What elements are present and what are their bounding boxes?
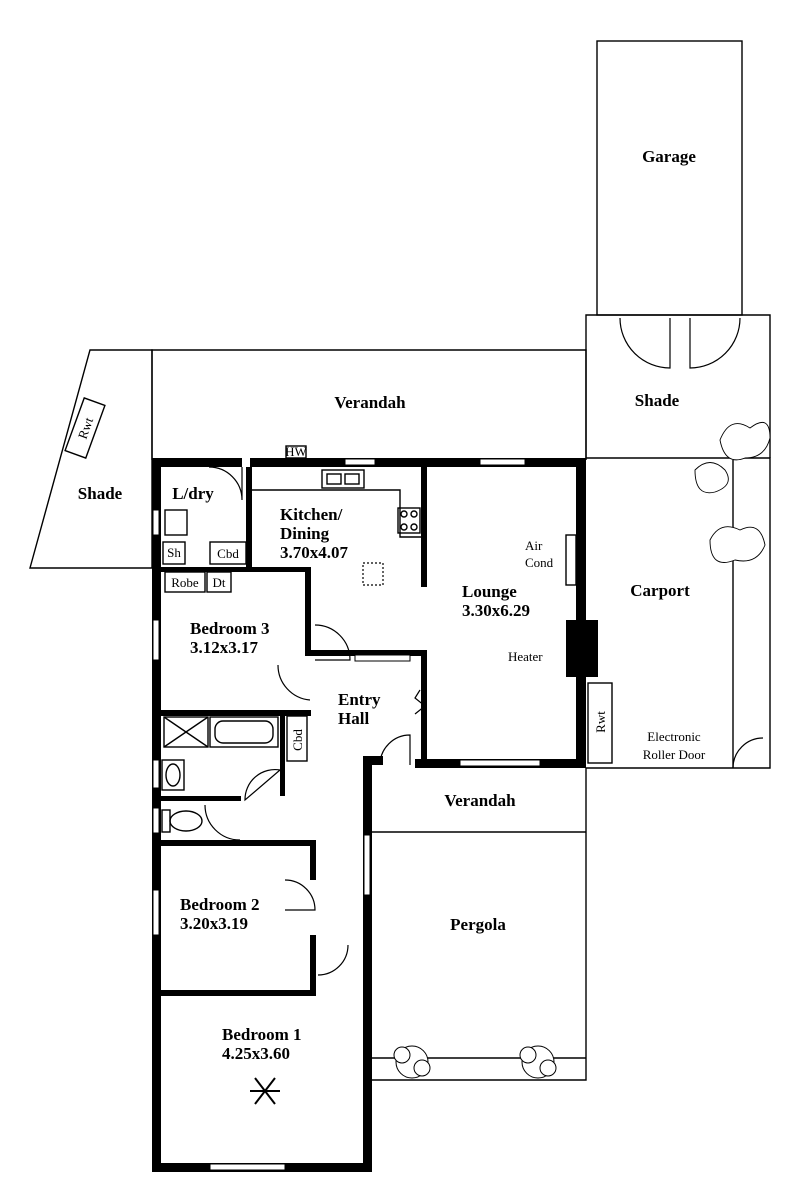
bathtub-icon	[209, 716, 279, 748]
heater-icon	[566, 620, 598, 677]
dining-table	[362, 562, 384, 586]
cooktop-icon	[397, 507, 421, 534]
kitchen-label-1: Kitchen/	[280, 505, 343, 524]
lounge-label: Lounge	[462, 582, 517, 601]
bedroom3-size: 3.12x3.17	[190, 638, 259, 657]
bedroom1-size: 4.25x3.60	[222, 1044, 290, 1063]
carport-label: Carport	[630, 581, 690, 600]
basin-icon	[161, 759, 185, 791]
svg-text:HW: HW	[285, 444, 307, 459]
fan-icon	[250, 1077, 280, 1105]
shade-left-label: Shade	[78, 484, 123, 503]
shade-top-label: Shade	[635, 391, 680, 410]
tree-icon	[694, 421, 771, 563]
garage-label: Garage	[642, 147, 696, 166]
laundry-label: L/dry	[172, 484, 214, 503]
bedroom3-label: Bedroom 3	[190, 619, 270, 638]
pergola-outline	[372, 768, 587, 1081]
roller-door-label-1: Electronic	[647, 729, 701, 744]
lounge-size: 3.30x6.29	[462, 601, 530, 620]
plant-icon	[393, 1045, 557, 1079]
roller-door-label-2: Roller Door	[643, 747, 706, 762]
basin-icon	[164, 509, 188, 536]
bedroom2-label: Bedroom 2	[180, 895, 260, 914]
svg-text:Dt: Dt	[213, 575, 226, 590]
sink-icon	[321, 469, 365, 489]
entry-label-1: Entry	[338, 690, 381, 709]
svg-text:Rwt: Rwt	[75, 415, 97, 441]
svg-text:Rwt: Rwt	[593, 711, 608, 733]
bedroom2-size: 3.20x3.19	[180, 914, 248, 933]
shade-left-outline	[29, 349, 153, 569]
aircond-label-1: Air	[525, 538, 543, 553]
entry-label-2: Hall	[338, 709, 369, 728]
svg-text:Cbd: Cbd	[290, 729, 305, 751]
toilet-icon	[161, 809, 203, 833]
carport-outline	[586, 457, 771, 769]
doors	[204, 317, 764, 976]
shower-icon	[163, 716, 209, 748]
svg-text:Robe: Robe	[171, 575, 199, 590]
pergola-label: Pergola	[450, 915, 506, 934]
kitchen-size: 3.70x4.07	[280, 543, 349, 562]
bedroom1-label: Bedroom 1	[222, 1025, 302, 1044]
aircond-label-2: Cond	[525, 555, 554, 570]
svg-text:Cbd: Cbd	[217, 546, 239, 561]
verandah-mid-label: Verandah	[444, 791, 516, 810]
svg-text:Sh: Sh	[167, 545, 181, 560]
rwt-right-box: Rwt	[587, 682, 613, 764]
kitchen-label-2: Dining	[280, 524, 330, 543]
verandah-top-label: Verandah	[334, 393, 406, 412]
windows	[152, 458, 541, 1171]
rwt-left-box: Rwt	[64, 397, 106, 459]
garage-outline	[596, 40, 743, 316]
heater-label: Heater	[508, 649, 543, 664]
